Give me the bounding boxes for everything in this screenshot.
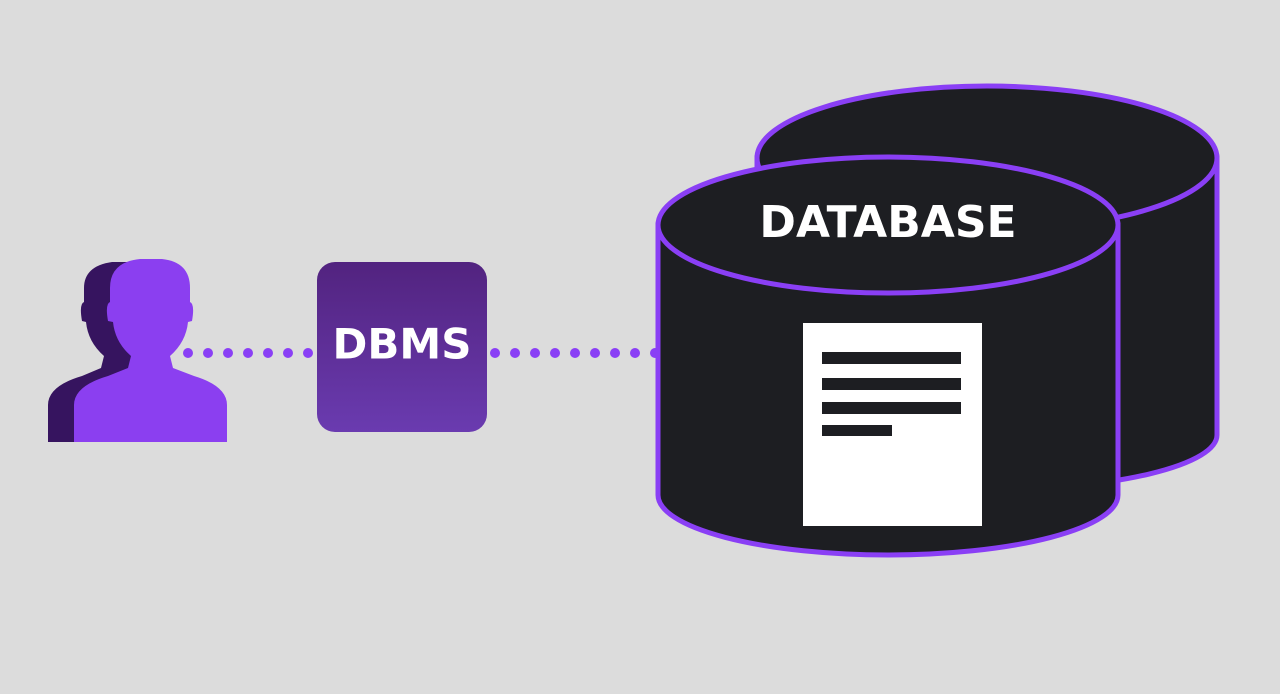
users-icon [48, 259, 227, 442]
document-line [822, 352, 961, 364]
connector-right [490, 348, 660, 358]
document-line [822, 378, 961, 390]
document-icon [803, 323, 982, 526]
dbms-label: DBMS [333, 320, 472, 369]
document-line [822, 402, 961, 414]
document-line [822, 425, 892, 436]
connector-left [183, 348, 313, 358]
dbms-box: DBMS [317, 262, 487, 432]
front-person-icon [74, 259, 227, 442]
database-label: DATABASE [759, 197, 1016, 248]
